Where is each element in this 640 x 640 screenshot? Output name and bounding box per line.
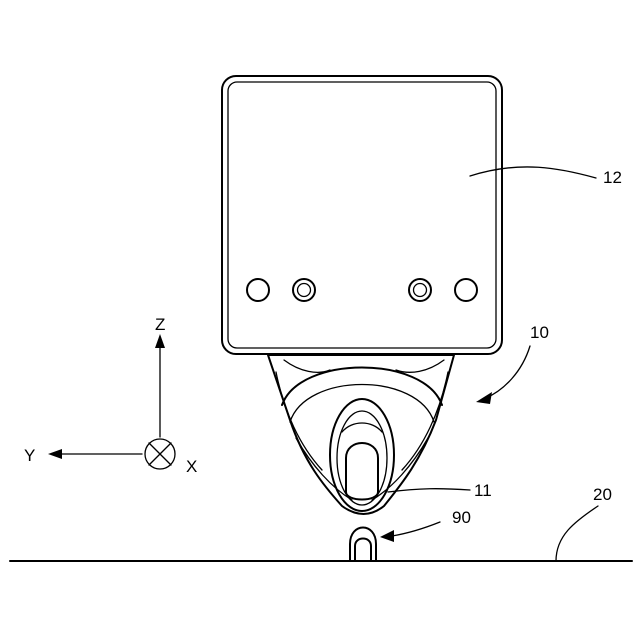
label-12: 12: [603, 168, 622, 187]
coordinate-axes: [48, 334, 175, 469]
label-20: 20: [593, 485, 612, 504]
workpiece: [350, 528, 376, 561]
suction-part: [330, 399, 394, 511]
camera-housing: [222, 76, 502, 354]
housing-holes: [247, 279, 477, 301]
axis-label-z: Z: [155, 315, 165, 334]
hole-left-inner: [293, 279, 315, 301]
hole-left-outer: [247, 279, 269, 301]
hole-right-inner: [409, 279, 431, 301]
hole-right-outer: [455, 279, 477, 301]
y-axis-arrowhead: [48, 449, 62, 459]
label-10: 10: [530, 323, 549, 342]
axis-label-x: X: [186, 457, 197, 476]
label-11: 11: [474, 481, 492, 500]
leader-20: [556, 506, 598, 561]
arrow-90: [380, 522, 440, 542]
leader-lines: [388, 167, 598, 561]
robot-hand-body: [268, 355, 454, 514]
leader-11: [388, 489, 470, 492]
axis-label-y: Y: [24, 446, 35, 465]
leader-12: [470, 167, 596, 178]
label-90: 90: [452, 508, 471, 527]
z-axis-arrowhead: [155, 334, 165, 348]
